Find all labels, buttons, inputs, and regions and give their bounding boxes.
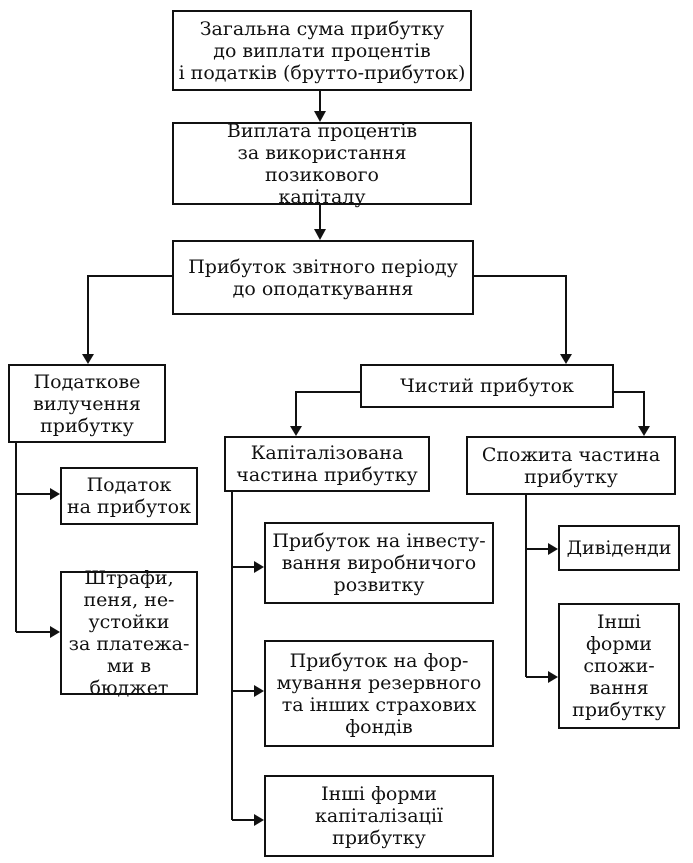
arrowhead <box>50 488 60 500</box>
node-dividends: Дивіденди <box>558 525 680 571</box>
node-period-profit: Прибуток звітного періоду до оподаткуван… <box>172 240 474 315</box>
arrowhead <box>50 626 60 638</box>
arrowhead <box>254 814 264 826</box>
node-investment-profit: Прибуток на інвесту- вання виробничого р… <box>264 522 494 604</box>
arrowhead <box>254 685 264 697</box>
node-fines: Штрафи, пеня, не- устойки за платежа- ми… <box>60 567 198 699</box>
arrowhead <box>82 354 94 364</box>
arrow-net-to-consumed <box>614 391 645 428</box>
arrowhead <box>560 354 572 364</box>
arrowhead <box>254 561 264 573</box>
arrowhead <box>314 111 326 122</box>
node-capitalized-part: Капіталізована частина прибутку <box>224 436 430 492</box>
arrowhead <box>314 229 326 240</box>
node-other-capitalization: Інші форми капіталізації прибутку <box>264 775 494 857</box>
arrow-period-to-tax <box>87 275 172 356</box>
node-consumed-part: Спожита частина прибутку <box>466 436 676 495</box>
node-other-consumption: Інші форми спожи- вання прибутку <box>558 603 680 729</box>
node-net-profit: Чистий прибуток <box>360 364 614 408</box>
node-gross-profit: Загальна сума прибутку до виплати процен… <box>172 10 472 91</box>
node-reserve-funds-profit: Прибуток на фор- мування резервного та і… <box>264 640 494 747</box>
arrowhead <box>548 543 558 555</box>
node-income-tax: Податок на прибуток <box>60 467 198 525</box>
arrowhead <box>290 426 302 436</box>
arrowhead <box>548 671 558 683</box>
node-interest-payment: Виплата процентів за використання позико… <box>172 120 472 208</box>
arrowhead <box>638 426 650 436</box>
arrow-period-to-net <box>474 275 567 356</box>
arrow-net-to-capitalized <box>295 391 360 428</box>
node-tax-withdrawal: Податкове вилучення прибутку <box>8 364 166 443</box>
